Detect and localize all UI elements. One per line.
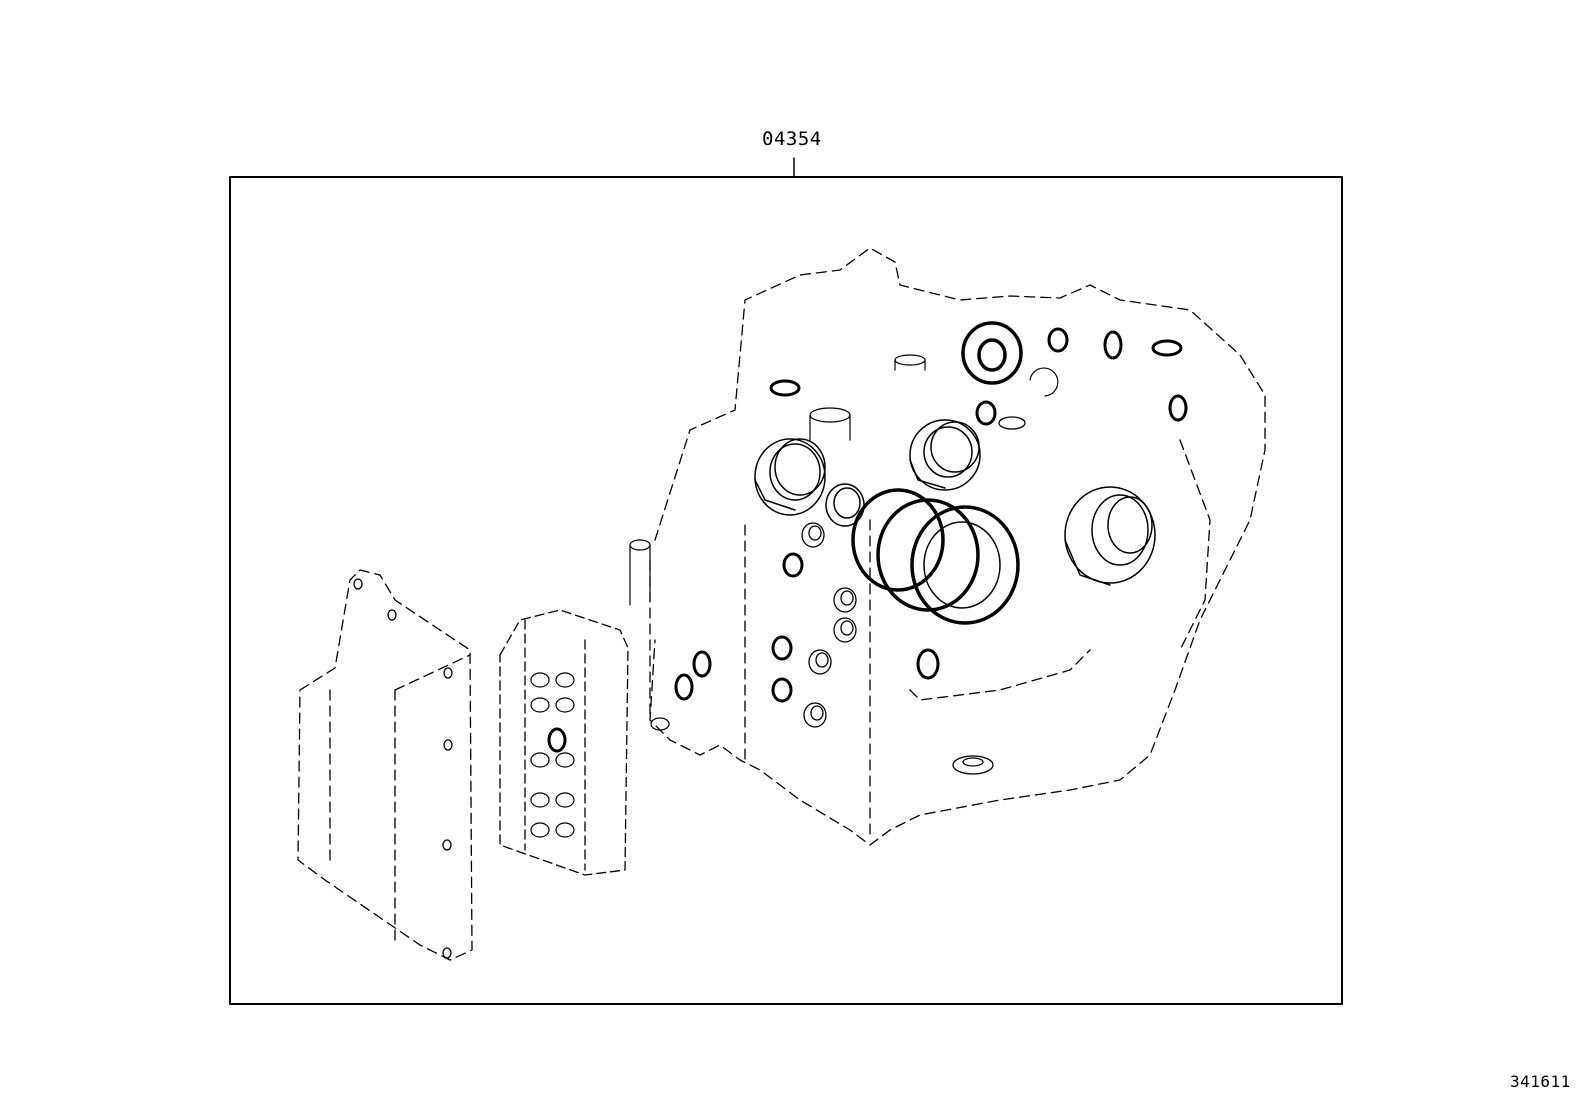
pump-o-ring <box>961 321 1023 385</box>
valve-body-outline <box>499 609 629 876</box>
oil-seal-upper <box>909 419 981 491</box>
small-o-rings <box>674 327 1188 703</box>
oil-pan-outline <box>297 569 473 961</box>
valve-body-solenoids <box>530 672 575 838</box>
oil-seal-left <box>754 438 826 516</box>
oil-pan-bolt-holes <box>353 578 453 959</box>
large-o-rings <box>851 488 1020 625</box>
transaxle-case-bosses <box>629 354 1059 731</box>
valve-sleeves <box>801 416 1026 775</box>
figure-id-label: 341611 <box>1510 1072 1571 1091</box>
oil-seal-right <box>1064 486 1156 586</box>
kit-frame <box>229 176 1343 1005</box>
part-number-label: 04354 <box>762 128 822 150</box>
transaxle-case-outline <box>649 247 1266 846</box>
valve-body-o-ring <box>547 727 567 753</box>
